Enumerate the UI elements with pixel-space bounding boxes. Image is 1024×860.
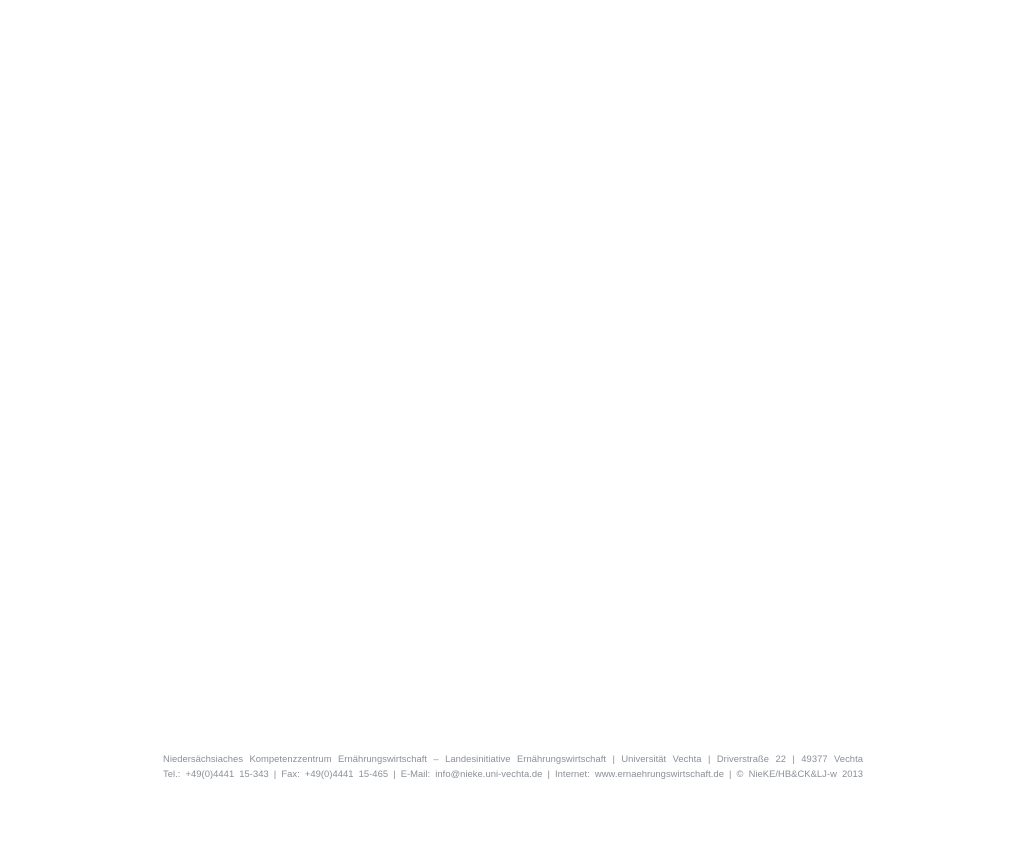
footer-contact-line: Tel.: +49(0)4441 15-343 | Fax: +49(0)444… <box>163 768 863 779</box>
footer-address-line: Niedersächsiaches Kompetenzzentrum Ernäh… <box>163 753 863 764</box>
page-footer: Niedersächsiaches Kompetenzzentrum Ernäh… <box>163 751 863 781</box>
